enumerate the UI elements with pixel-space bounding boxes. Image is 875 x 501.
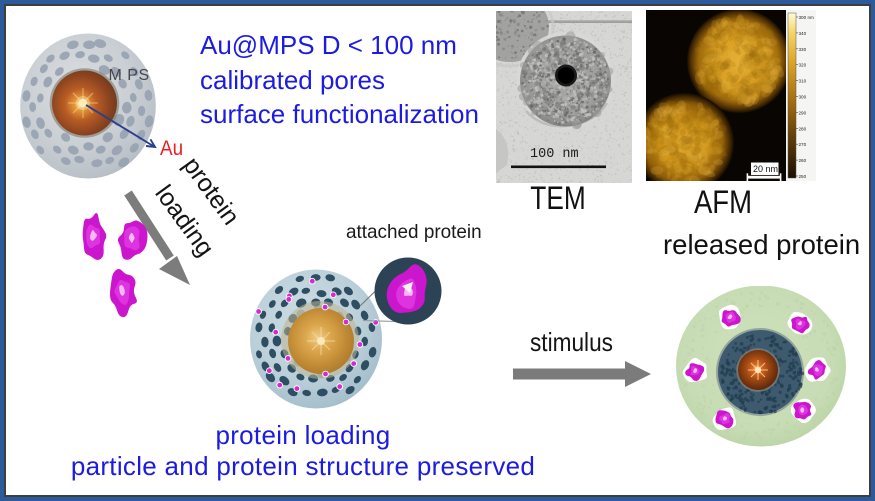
svg-text:300 nm: 300 nm — [799, 15, 814, 20]
svg-text:340: 340 — [799, 31, 807, 36]
svg-text:290: 290 — [799, 110, 807, 115]
svg-text:270: 270 — [799, 142, 807, 147]
svg-text:280: 280 — [799, 126, 807, 131]
svg-text:250: 250 — [799, 174, 807, 179]
svg-text:260: 260 — [799, 158, 807, 163]
svg-text:300: 300 — [799, 95, 807, 100]
svg-text:100 nm: 100 nm — [530, 147, 579, 162]
svg-text:320: 320 — [799, 63, 807, 68]
svg-text:330: 330 — [799, 47, 807, 52]
svg-text:20 nm: 20 nm — [753, 164, 778, 174]
svg-text:310: 310 — [799, 79, 807, 84]
